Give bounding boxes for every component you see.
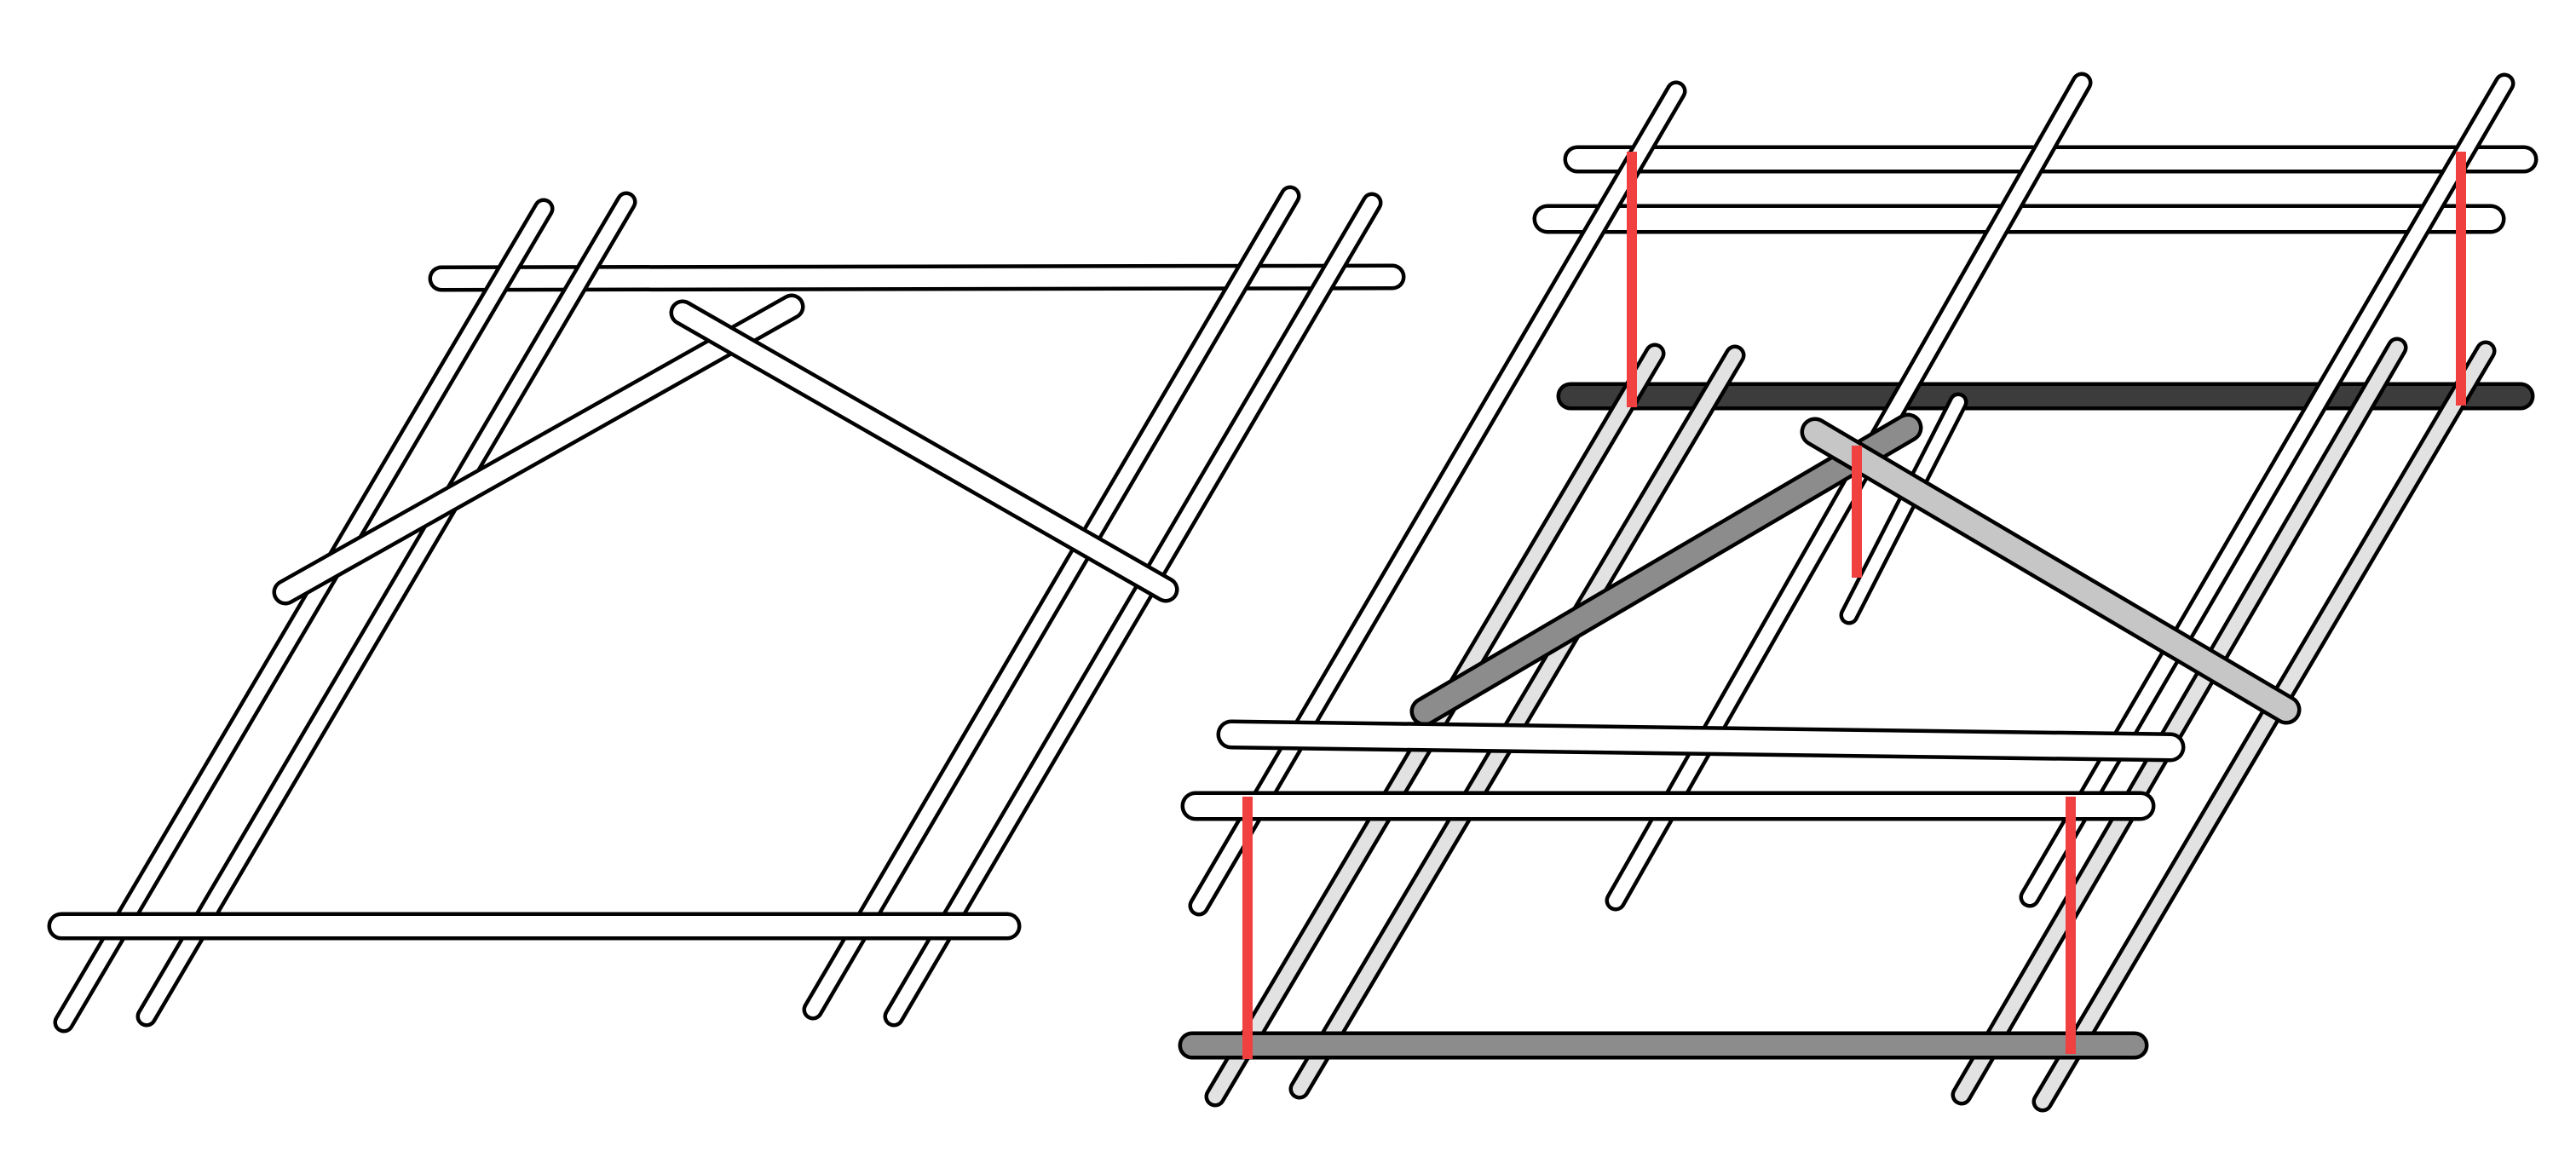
stick-fill xyxy=(1192,84,1683,913)
stick-fill xyxy=(2023,77,2511,904)
diagonal-dark xyxy=(1409,412,1923,727)
stick-fill xyxy=(1414,417,1919,723)
stick-fill xyxy=(57,202,550,1029)
left-figure-single-layer-frame xyxy=(47,185,1406,1033)
lower-layer-upright-2 xyxy=(1288,344,1746,1100)
lower-layer-upright-3 xyxy=(1951,337,2408,1106)
right-figure-two-layer-frame xyxy=(1178,72,2539,1113)
stick-fill xyxy=(276,297,801,602)
upper-layer-upright-1 xyxy=(1188,80,1687,917)
left-frame-upright-4 xyxy=(883,192,1383,1028)
left-frame-upright-2 xyxy=(135,191,637,1028)
stick-fill xyxy=(1843,396,1964,621)
stick-fill xyxy=(1293,348,1742,1096)
stick-fill xyxy=(1220,723,2181,758)
upper-layer-upright-3 xyxy=(2019,72,2515,908)
lower-layer-crossbar-1 xyxy=(1216,719,2186,763)
left-frame-diagonal-right xyxy=(669,299,1179,603)
diagonal-light xyxy=(1800,417,2302,725)
stick-fill xyxy=(887,196,1379,1023)
left-frame-diagonal-left xyxy=(272,293,805,606)
stick-fill xyxy=(673,303,1175,599)
stick-fill xyxy=(2036,344,2492,1108)
short-center-stick xyxy=(1839,392,1968,625)
left-frame-upright-3 xyxy=(802,185,1301,1021)
upper-layer-upright-2 xyxy=(1605,72,2093,912)
stick-fill xyxy=(1804,421,2297,721)
stick-fill xyxy=(1609,76,2089,907)
stick-fill xyxy=(140,195,633,1023)
stick-fill xyxy=(806,189,1297,1016)
stick-fill xyxy=(1955,341,2404,1102)
lower-layer-upright-4 xyxy=(2031,340,2497,1113)
left-frame-upright-1 xyxy=(53,198,555,1033)
